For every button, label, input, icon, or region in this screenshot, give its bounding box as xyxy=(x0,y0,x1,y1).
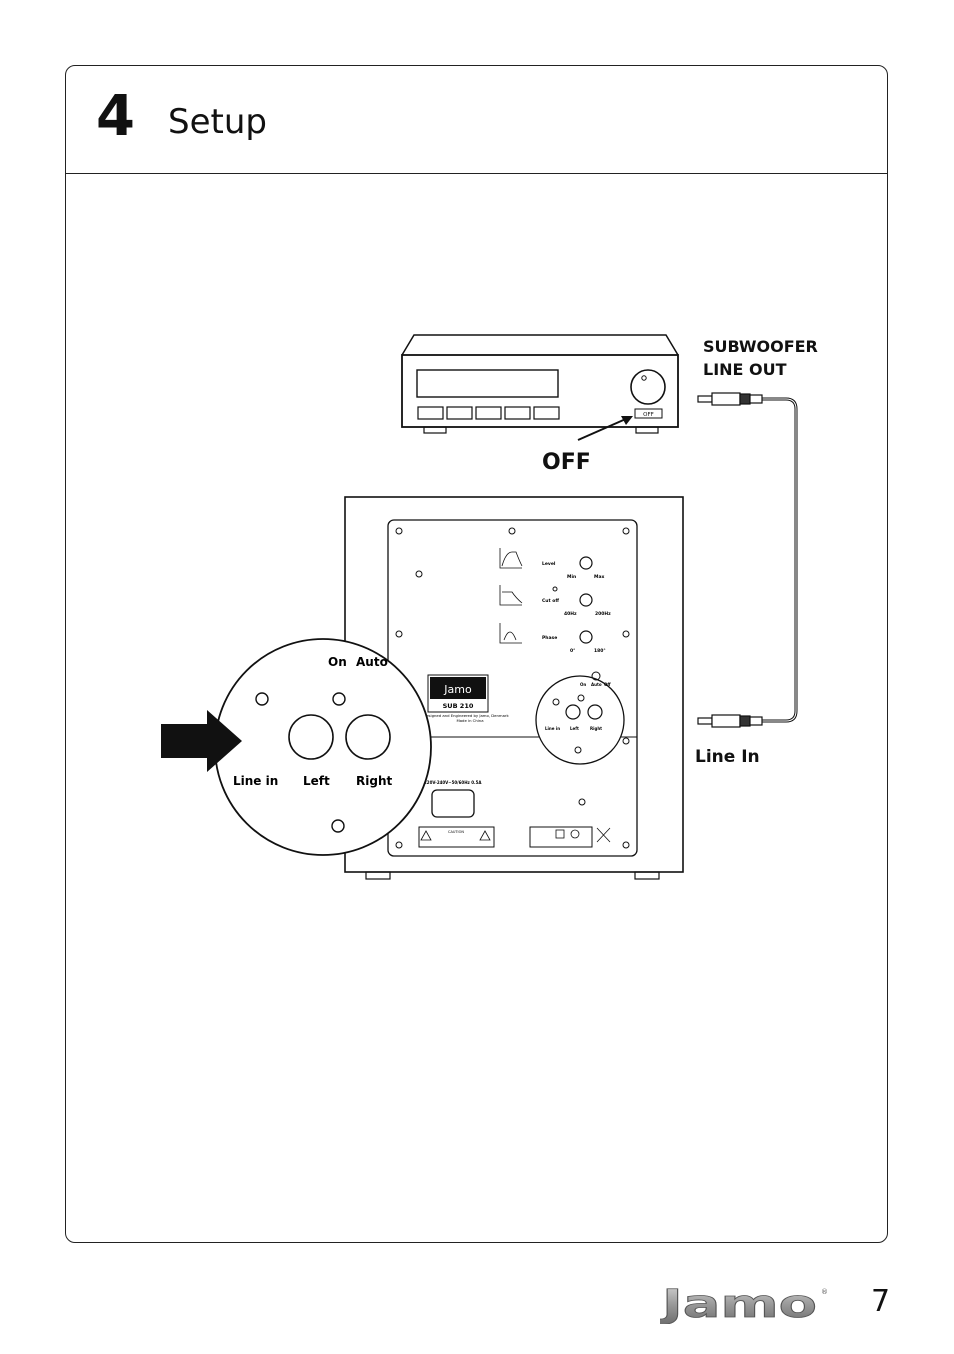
sub-badge-brand: Jamo xyxy=(443,683,472,696)
sub-level-min: Min xyxy=(567,574,576,580)
sub-level-max: Max xyxy=(594,574,605,580)
subwoofer-line-out-label-2: LINE OUT xyxy=(703,360,787,379)
sub-power-text: 220V-240V~50/60Hz 0.5A xyxy=(424,780,482,785)
zoom-callout xyxy=(214,638,432,856)
receiver-off-button-label: OFF xyxy=(643,412,654,418)
sub-badge-model: SUB 210 xyxy=(443,702,474,710)
sub-small-left: Left xyxy=(570,726,579,731)
zoom-on-label: On xyxy=(328,655,347,669)
subwoofer-line-out-label-1: SUBWOOFER xyxy=(703,337,818,356)
pointer-arrow-icon xyxy=(161,710,242,772)
zoom-left-label: Left xyxy=(303,774,330,788)
off-callout-arrow xyxy=(577,416,633,441)
sub-phase-min: 0° xyxy=(570,648,575,654)
jamo-logo-icon: Jamo ® xyxy=(660,1284,828,1324)
sub-phase-max: 180° xyxy=(594,648,606,654)
receiver-illustration xyxy=(401,334,679,434)
sub-small-on: On xyxy=(580,682,586,687)
step-number: 4 xyxy=(96,84,135,149)
sub-cutoff-max: 200Hz xyxy=(595,611,611,617)
sub-small-auto: Auto xyxy=(591,682,602,687)
sub-caution-text: CAUTION xyxy=(448,830,464,834)
off-callout-label: OFF xyxy=(542,450,591,475)
zoom-right-label: Right xyxy=(356,774,392,788)
sub-cutoff-min: 40Hz xyxy=(564,611,577,617)
page-number: 7 xyxy=(871,1284,891,1319)
page-frame: 4 Setup xyxy=(65,65,888,1243)
sub-small-right: Right xyxy=(590,726,602,731)
sub-small-off: Off xyxy=(604,682,611,687)
zoom-line-in-label: Line in xyxy=(233,774,278,788)
svg-text:®: ® xyxy=(821,1288,828,1296)
section-header: 4 Setup xyxy=(66,66,887,174)
footer-brand-text: Jamo xyxy=(660,1284,817,1324)
line-in-label: Line In xyxy=(695,747,760,767)
sub-cutoff-label: Cut off xyxy=(542,598,559,604)
rca-cable xyxy=(697,392,798,728)
sub-phase-label: Phase xyxy=(542,635,557,641)
sub-made-text: Made in China xyxy=(456,718,483,723)
sub-designed-text: Designed and Engineered by Jamo, Denmark xyxy=(423,713,509,718)
sub-level-label: Level xyxy=(542,561,556,567)
sub-small-line-in: Line in xyxy=(545,726,560,731)
zoom-auto-label: Auto xyxy=(356,655,388,669)
step-title: Setup xyxy=(168,102,267,142)
